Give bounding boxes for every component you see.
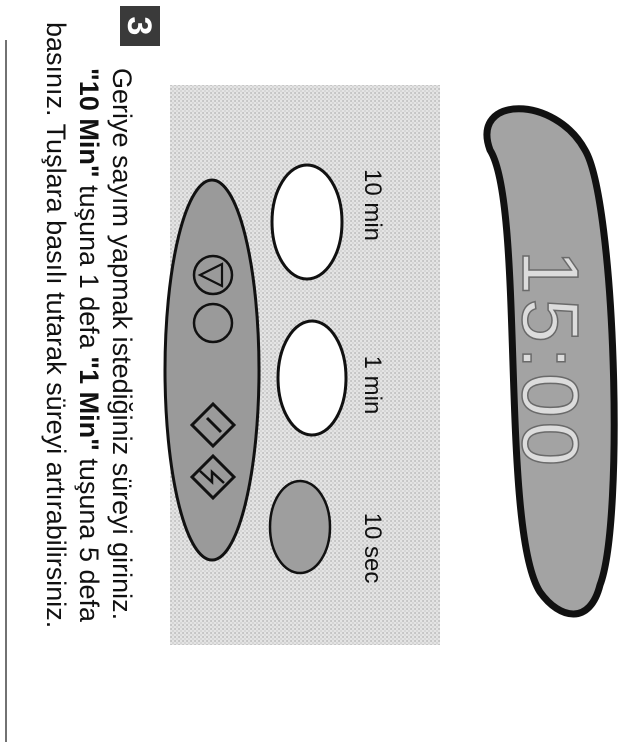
step-number: 3 bbox=[120, 17, 158, 36]
one-min-button[interactable] bbox=[278, 321, 346, 435]
ten-sec-button[interactable] bbox=[270, 481, 330, 573]
step-badge: 3 bbox=[120, 6, 160, 46]
control-panel bbox=[165, 180, 259, 560]
instruction-line-2: "10 Min" tuşuna 1 defa "1 Min" tuşuna 5 … bbox=[74, 68, 104, 623]
instruction-line-3: basınız. Tuşlara basılı tutarak süreyi a… bbox=[41, 22, 71, 628]
label-1-min: 1 min bbox=[359, 356, 386, 415]
ten-min-button[interactable] bbox=[272, 165, 342, 279]
instruction-line-1: Geriye sayım yapmak istediğiniz süreyi g… bbox=[107, 68, 137, 620]
display-time: 15:00 bbox=[506, 250, 595, 470]
label-10-min: 10 min bbox=[359, 169, 386, 241]
label-10-sec: 10 sec bbox=[359, 513, 386, 584]
